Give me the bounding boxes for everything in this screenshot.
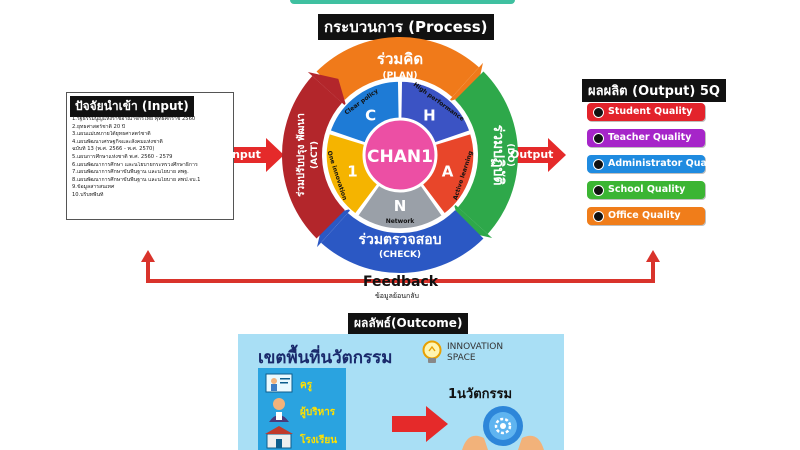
innovation-space-logo-text: INNOVATION SPACE (447, 342, 503, 364)
output-quality-item: Student Quality (587, 103, 705, 121)
input-item: 1.รัฐธรรมนูญแห่งราชอาณาจักรไทย พุทธศักรา… (72, 116, 196, 122)
segment-letter: A (442, 162, 454, 180)
input-item: 8.แผนพัฒนาการศึกษาขั้นพื้นฐาน และนโยบาย … (72, 176, 201, 183)
output-arrow-label: Output (510, 148, 554, 161)
check-label-en: (CHECK) (379, 250, 421, 260)
bullet-icon (593, 185, 604, 196)
innovation-globe-icon (462, 406, 544, 450)
output-quality-label: Teacher Quality (608, 132, 692, 143)
innovation-result-label: 1นวัตกรรม (448, 387, 513, 402)
output-quality-label: Student Quality (608, 106, 693, 117)
input-item: 3.แผนแม่บทภายใต้ยุทธศาสตร์ชาติ (72, 131, 151, 138)
plan-label-th: ร่วมคิด (377, 50, 423, 68)
plan-label-en: (PLAN) (382, 71, 417, 81)
bullet-icon (593, 107, 604, 118)
check-label-th: ร่วมตรวจสอบ (358, 232, 441, 248)
top-accent-strip (290, 0, 515, 4)
output-quality-label: School Quality (608, 184, 686, 195)
person-label-school: โรงเรียน (300, 435, 338, 446)
outcome-title: ผลลัพธ์(Outcome) (348, 313, 469, 334)
input-item: 7.แผนพัฒนาการศึกษาขั้นพื้นฐาน และนโยบาย … (72, 169, 189, 176)
bullet-icon (593, 133, 604, 144)
act-arc (282, 76, 345, 239)
input-title: ปัจจัยนำเข้า (Input) (70, 96, 194, 117)
lightbulb-icon (422, 340, 442, 363)
act-label-en: (ACT) (310, 141, 320, 169)
person-label-administrator: ผู้บริหาร (300, 407, 336, 418)
input-item: 9.ข้อมูลสารสนเทศ (72, 184, 115, 191)
center-circle (362, 117, 438, 193)
bullet-icon (593, 211, 604, 222)
act-label-th: ร่วมปรับปรุง พัฒนา (295, 113, 307, 197)
act-arc-arrowhead (307, 72, 347, 107)
do-label-th: ร่วมปฏิบัติ (490, 125, 506, 186)
feedback-arrow-head-left (141, 250, 155, 262)
input-item: ฉบับที่ 13 (พ.ศ. 2566 - พ.ศ. 2570) (72, 146, 155, 153)
brand-line-1: INNOVATION (447, 342, 504, 352)
output-arrow (508, 138, 566, 172)
do-arc (455, 71, 518, 234)
feedback-arrow-head-right (646, 250, 660, 262)
school-icon (265, 426, 293, 449)
process-title: กระบวนการ (Process) (318, 14, 494, 40)
outcome-heading: เขตพื้นที่นวัตกรรม (258, 348, 393, 368)
output-quality-item: School Quality (587, 181, 705, 199)
administrator-icon (269, 398, 289, 422)
input-item: 2.ยุทธศาสตร์ชาติ 20 ปี (72, 123, 126, 130)
segment-letter: 1 (347, 162, 357, 180)
input-arrow (232, 138, 284, 172)
output-quality-label: Administrator Quality (608, 158, 725, 169)
input-arrow-label: Input (228, 148, 261, 161)
segment-letter: N (394, 197, 407, 215)
output-quality-item: Administrator Quality (587, 155, 724, 173)
do-label-en: (DO) (505, 143, 515, 166)
input-item: 4.แผนพัฒนาเศรษฐกิจและสังคมแห่งชาติ (72, 138, 163, 145)
bullet-icon (593, 159, 604, 170)
plan-arc (316, 37, 479, 100)
input-item: 5.แผนการศึกษาแห่งชาติ พ.ศ. 2560 - 2579 (72, 153, 173, 160)
segment-letter: H (423, 107, 436, 125)
output-quality-item: Teacher Quality (587, 129, 705, 147)
segment-word: Network (386, 218, 416, 225)
output-quality-label: Office Quality (608, 210, 681, 221)
output-title: ผลผลิต (Output) 5Q (582, 79, 726, 102)
input-list: 1.รัฐธรรมนูญแห่งราชอาณาจักรไทย พุทธศักรา… (72, 116, 232, 200)
feedback-title: Feedback (363, 274, 439, 290)
person-label-teacher: ครู (300, 380, 313, 391)
output-quality-item: Office Quality (587, 207, 705, 225)
segment-letter: C (365, 107, 376, 125)
feedback-subtitle: ข้อมูลย้อนกลับ (375, 292, 419, 300)
outcome-arrow (392, 406, 448, 442)
input-item: 10.บริบทพื้นที่ (72, 191, 104, 198)
teacher-icon (265, 373, 293, 393)
brand-line-2: SPACE (447, 353, 476, 363)
feedback-loop-line (146, 256, 655, 283)
input-item: 6.แผนพัฒนาการศึกษา และนโยบายกระทรวงศึกษา… (72, 161, 198, 168)
people-icons (265, 373, 293, 449)
check-arc (321, 210, 484, 273)
center-label: CHAN1 (367, 147, 433, 167)
